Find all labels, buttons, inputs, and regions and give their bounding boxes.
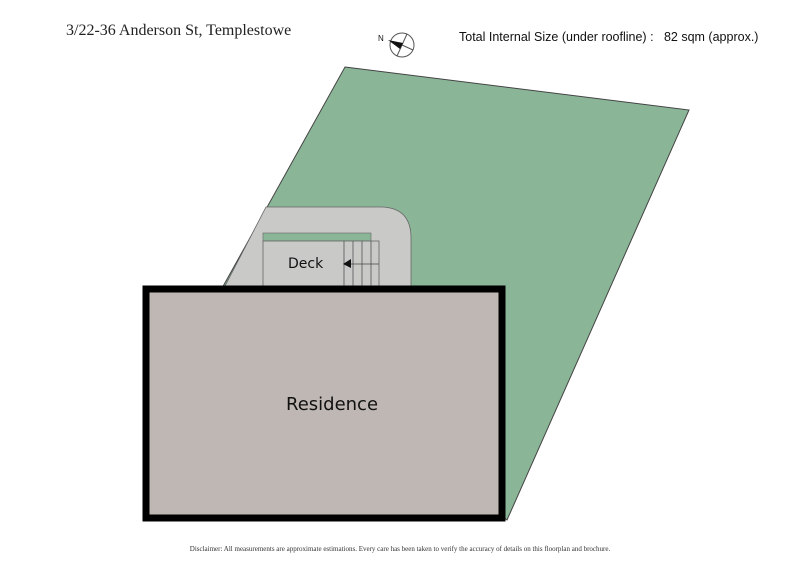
total-size-label: Total Internal Size (under roofline) : (459, 30, 654, 44)
residence-area (142, 285, 506, 522)
deck-stairs (343, 241, 379, 288)
compass-icon: N (376, 30, 416, 62)
room-label-residence: Residence (286, 394, 379, 415)
compass-north-label: N (378, 34, 384, 43)
room-label-deck: Deck (288, 256, 324, 272)
total-internal-size: Total Internal Size (under roofline) : 8… (459, 30, 758, 44)
disclaimer: Disclaimer: All measurements are approxi… (189, 545, 611, 553)
stairs-arrow-icon (343, 259, 351, 268)
property-address: 3/22-36 Anderson St, Templestowe (66, 22, 292, 39)
deck-area (262, 240, 380, 289)
garden-strip (262, 232, 372, 242)
total-size-value: 82 sqm (approx.) (663, 30, 759, 44)
